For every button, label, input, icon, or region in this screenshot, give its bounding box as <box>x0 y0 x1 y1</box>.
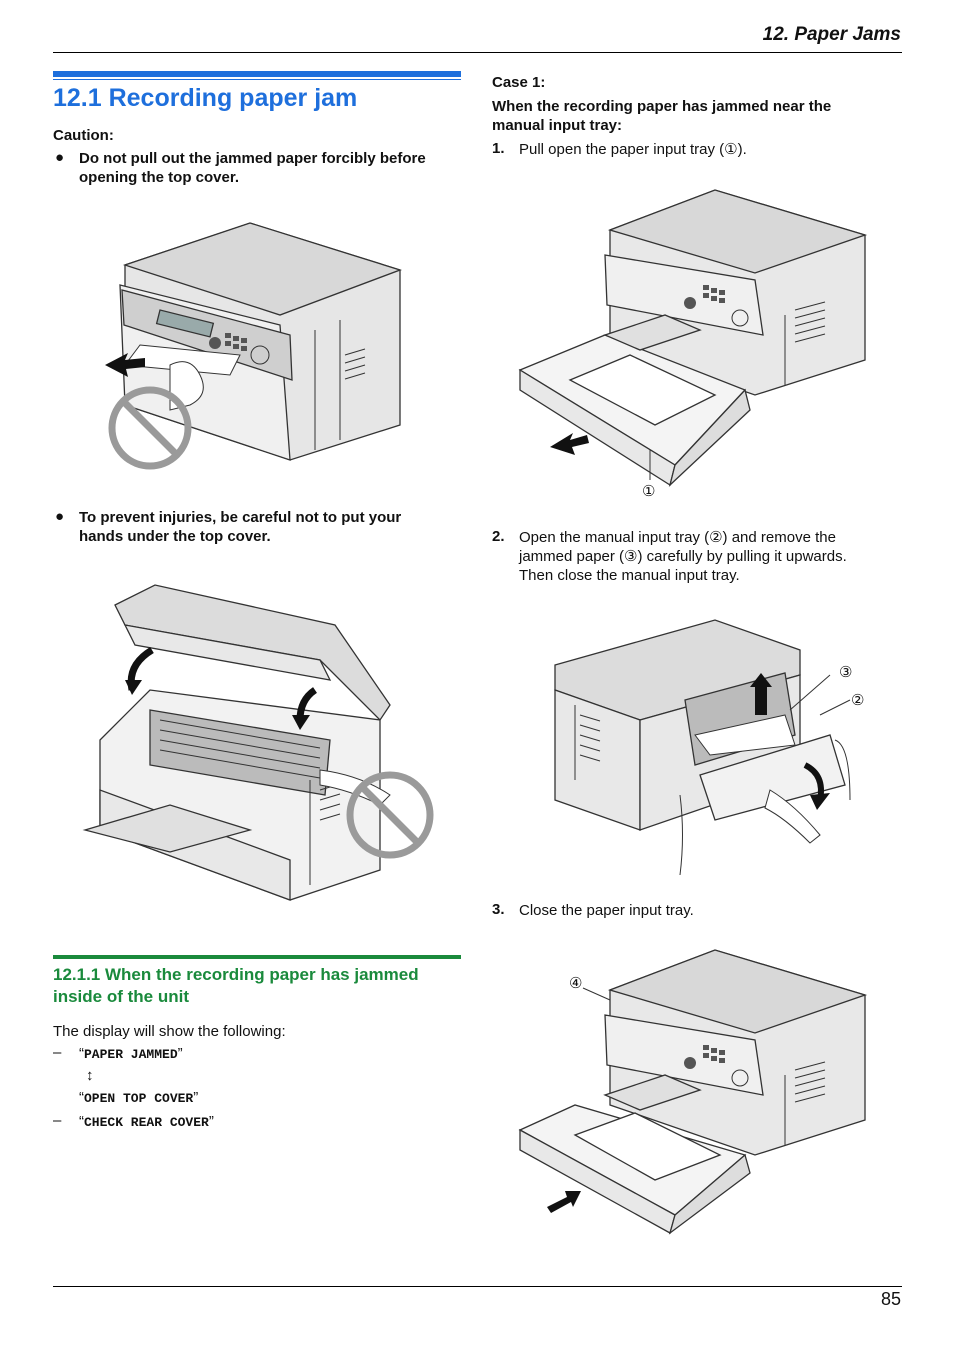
section-heading-bar <box>53 71 461 77</box>
bullet-icon: ● <box>55 508 65 525</box>
subsection-heading-bar <box>53 955 461 959</box>
bullet-icon: ● <box>55 149 65 166</box>
caution-2-line1: To prevent injuries, be careful not to p… <box>79 509 402 526</box>
callout-4-label: ④ <box>569 975 582 992</box>
caution-label: Caution: <box>53 127 114 144</box>
step-1-number: 1. <box>492 140 505 157</box>
section-heading-bar-thin <box>53 79 461 80</box>
figure-close-paper-tray: ④ <box>518 949 868 1235</box>
footer-divider <box>53 1286 902 1287</box>
section-heading: 12.1 Recording paper jam <box>53 84 358 112</box>
case-desc-line1: When the recording paper has jammed near… <box>492 98 832 115</box>
step-2-line1: Open the manual input tray (②) and remov… <box>519 529 836 546</box>
dash: – <box>53 1044 62 1061</box>
display-msg-3: “CHECK REAR COVER” <box>79 1113 214 1130</box>
callout-3-label: ③ <box>839 664 852 681</box>
figure-printer-top-cover-open <box>82 584 434 901</box>
subsection-heading-line1: 12.1.1 When the recording paper has jamm… <box>53 965 419 984</box>
display-msg-1-text: PAPER JAMMED <box>84 1047 178 1062</box>
callout-1-label: ① <box>642 483 655 500</box>
step-2-line3: Then close the manual input tray. <box>519 567 740 584</box>
step-3-text: Close the paper input tray. <box>519 902 694 919</box>
subsection-heading-line2: inside of the unit <box>53 987 189 1006</box>
step-2-line2: jammed paper (③) carefully by pulling it… <box>519 548 847 565</box>
caution-1-line1: Do not pull out the jammed paper forcibl… <box>79 150 426 167</box>
display-msg-2-text: OPEN TOP COVER <box>84 1091 194 1106</box>
page-number: 85 <box>880 1289 901 1309</box>
display-intro: The display will show the following: <box>53 1023 286 1040</box>
display-msg-3-text: CHECK REAR COVER <box>84 1115 209 1130</box>
header-divider <box>53 52 902 53</box>
figure-printer-pull-paper <box>105 222 402 470</box>
callout-2-label: ② <box>851 692 864 709</box>
case-desc-line2: manual input tray: <box>492 117 623 134</box>
subsection-heading: 12.1.1 When the recording paper has jamm… <box>53 964 465 1008</box>
step-1-text: Pull open the paper input tray (①). <box>519 141 747 158</box>
display-msg-1: “PAPER JAMMED” <box>79 1045 183 1062</box>
figure-pull-paper-tray: ① <box>518 189 868 500</box>
step-3-number: 3. <box>492 901 505 918</box>
figure-remove-jammed-paper: ③ ② <box>554 619 864 876</box>
header-title: 12. Paper Jams <box>762 24 901 45</box>
updown-arrow-icon: ↕ <box>86 1067 94 1084</box>
caution-1-line2: opening the top cover. <box>79 169 240 186</box>
step-2-number: 2. <box>492 528 505 545</box>
case-label: Case 1: <box>492 74 546 91</box>
caution-2-line2: hands under the top cover. <box>79 528 271 545</box>
dash: – <box>53 1112 62 1129</box>
display-msg-2: “OPEN TOP COVER” <box>79 1089 199 1106</box>
